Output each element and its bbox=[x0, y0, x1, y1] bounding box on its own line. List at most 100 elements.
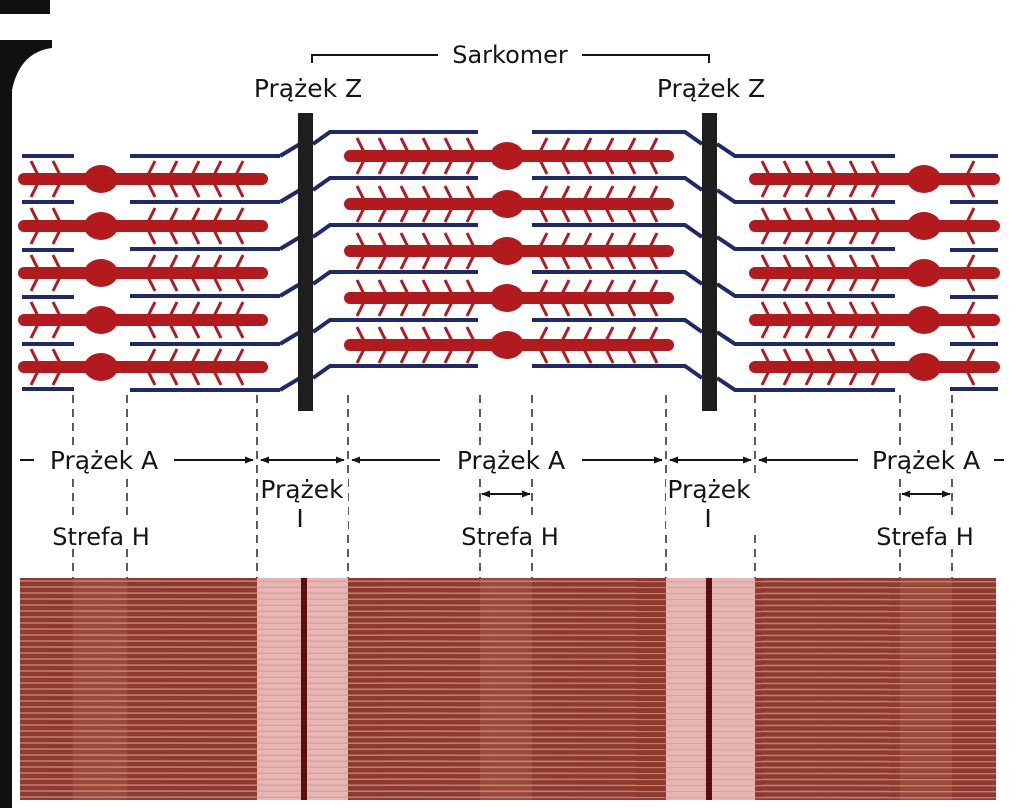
myosin-head bbox=[423, 280, 430, 294]
thin-filament bbox=[532, 272, 702, 284]
myosin-head bbox=[967, 208, 974, 222]
myofibril-stripe bbox=[20, 653, 996, 654]
myosin-head bbox=[584, 255, 591, 269]
bare-zone bbox=[490, 190, 524, 218]
myosin-head bbox=[806, 277, 813, 291]
myosin-head bbox=[236, 349, 243, 363]
myosin-head bbox=[872, 349, 879, 363]
i-band-label-left: Prążek bbox=[260, 475, 344, 504]
myosin-head bbox=[31, 302, 38, 316]
myosin-head bbox=[562, 327, 569, 341]
myosin-head bbox=[357, 302, 364, 316]
myosin-head bbox=[762, 324, 769, 338]
myosin-head bbox=[967, 255, 974, 269]
myosin-head bbox=[784, 349, 791, 363]
myosin-head bbox=[628, 160, 635, 174]
myosin-head bbox=[850, 324, 857, 338]
h-zone-label-left: Strefa H bbox=[52, 523, 150, 551]
myosin-head bbox=[170, 183, 177, 197]
thin-filament bbox=[280, 144, 300, 156]
bare-zone bbox=[907, 259, 941, 287]
myosin-head bbox=[401, 208, 408, 222]
thin-filament bbox=[313, 225, 478, 237]
myosin-head bbox=[445, 255, 452, 269]
myosin-head bbox=[967, 277, 974, 291]
myosin-head bbox=[467, 327, 474, 341]
myosin-head bbox=[31, 349, 38, 363]
myofibril-stripe bbox=[20, 719, 996, 720]
myosin-head bbox=[423, 186, 430, 200]
myosin-head bbox=[806, 208, 813, 222]
myosin-head bbox=[445, 138, 452, 152]
myosin-head bbox=[784, 208, 791, 222]
myofibril-stripe bbox=[20, 701, 996, 702]
myosin-head bbox=[762, 277, 769, 291]
myosin-head bbox=[467, 280, 474, 294]
myosin-head bbox=[423, 208, 430, 222]
myosin-head bbox=[762, 349, 769, 363]
myosin-head bbox=[445, 327, 452, 341]
myosin-head bbox=[214, 183, 221, 197]
myosin-head bbox=[628, 208, 635, 222]
myosin-head bbox=[192, 230, 199, 244]
myosin-head bbox=[828, 302, 835, 316]
myofibril-stripe bbox=[20, 677, 996, 678]
myosin-head bbox=[192, 302, 199, 316]
thin-filament bbox=[532, 366, 702, 378]
myosin-head bbox=[401, 186, 408, 200]
myosin-head bbox=[379, 280, 386, 294]
muscle-fiber-micrograph bbox=[20, 578, 996, 800]
myosin-head bbox=[872, 255, 879, 269]
myofibril-stripe bbox=[20, 683, 996, 684]
myosin-head bbox=[192, 324, 199, 338]
myosin-head bbox=[584, 327, 591, 341]
bare-zone bbox=[84, 212, 118, 240]
bare-zone bbox=[490, 142, 524, 170]
myofibril-stripe bbox=[20, 749, 996, 750]
myosin-head bbox=[423, 302, 430, 316]
myosin-head bbox=[606, 160, 613, 174]
myofibril-stripe bbox=[20, 785, 996, 786]
myosin-head bbox=[606, 349, 613, 363]
myosin-head bbox=[828, 208, 835, 222]
myosin-head bbox=[192, 349, 199, 363]
myosin-head bbox=[584, 160, 591, 174]
myofibril-stripe bbox=[20, 773, 996, 774]
thin-filament bbox=[280, 190, 300, 202]
bare-zone bbox=[84, 259, 118, 287]
myofibril-stripe bbox=[20, 779, 996, 780]
myofibril-stripe bbox=[20, 623, 996, 624]
z-line-label-left: Prążek Z bbox=[254, 74, 362, 103]
myosin-head bbox=[148, 255, 155, 269]
myosin-head bbox=[828, 230, 835, 244]
myosin-head bbox=[357, 327, 364, 341]
z-disc-right bbox=[702, 113, 717, 411]
band-labels: Prążek A Prążek A Prążek A Prążek I Prąż… bbox=[34, 446, 994, 551]
myosin-head bbox=[401, 255, 408, 269]
myosin-head bbox=[214, 208, 221, 222]
myosin-head bbox=[379, 138, 386, 152]
myosin-head bbox=[401, 349, 408, 363]
myosin-head bbox=[606, 280, 613, 294]
myosin-head bbox=[606, 255, 613, 269]
myosin-head bbox=[214, 161, 221, 175]
myosin-head bbox=[784, 302, 791, 316]
bare-zone bbox=[84, 306, 118, 334]
myosin-head bbox=[967, 349, 974, 363]
myosin-head bbox=[31, 371, 38, 385]
myosin-head bbox=[236, 183, 243, 197]
myosin-head bbox=[53, 302, 60, 316]
myosin-head bbox=[192, 255, 199, 269]
sarcomere-bracket: Sarkomer bbox=[312, 41, 709, 69]
myosin-head bbox=[236, 161, 243, 175]
myosin-head bbox=[650, 255, 657, 269]
myosin-head bbox=[148, 371, 155, 385]
thin-filament bbox=[532, 225, 702, 237]
myosin-head bbox=[828, 277, 835, 291]
myosin-head bbox=[540, 302, 547, 316]
myosin-head bbox=[872, 302, 879, 316]
myosin-head bbox=[379, 233, 386, 247]
myosin-head bbox=[379, 160, 386, 174]
myosin-head bbox=[806, 302, 813, 316]
